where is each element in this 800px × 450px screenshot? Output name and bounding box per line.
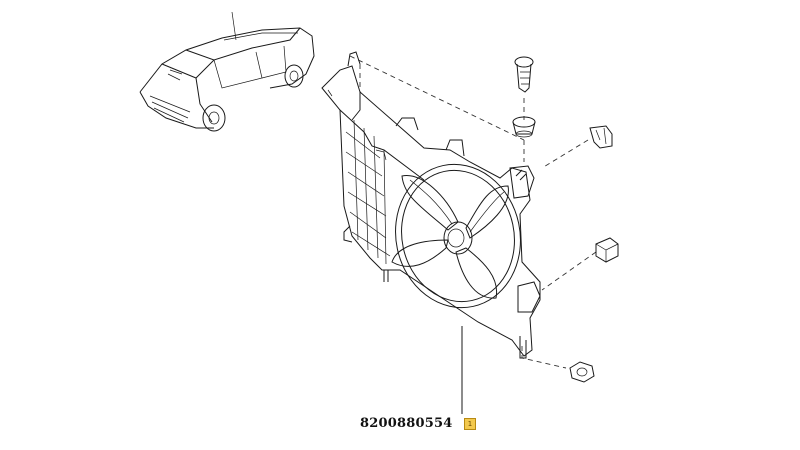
assembly-leader-lines (349, 55, 597, 369)
push-rivet (514, 56, 534, 93)
fan-shroud-assembly (321, 51, 541, 414)
part-number-label[interactable]: 8200880554 (360, 416, 453, 431)
clip-bracket (589, 125, 613, 149)
callout-marker[interactable]: 1 (464, 418, 476, 430)
grommet (512, 116, 536, 138)
hex-nut (569, 361, 595, 383)
vehicle-illustration (139, 11, 315, 132)
rubber-mount (595, 237, 619, 263)
